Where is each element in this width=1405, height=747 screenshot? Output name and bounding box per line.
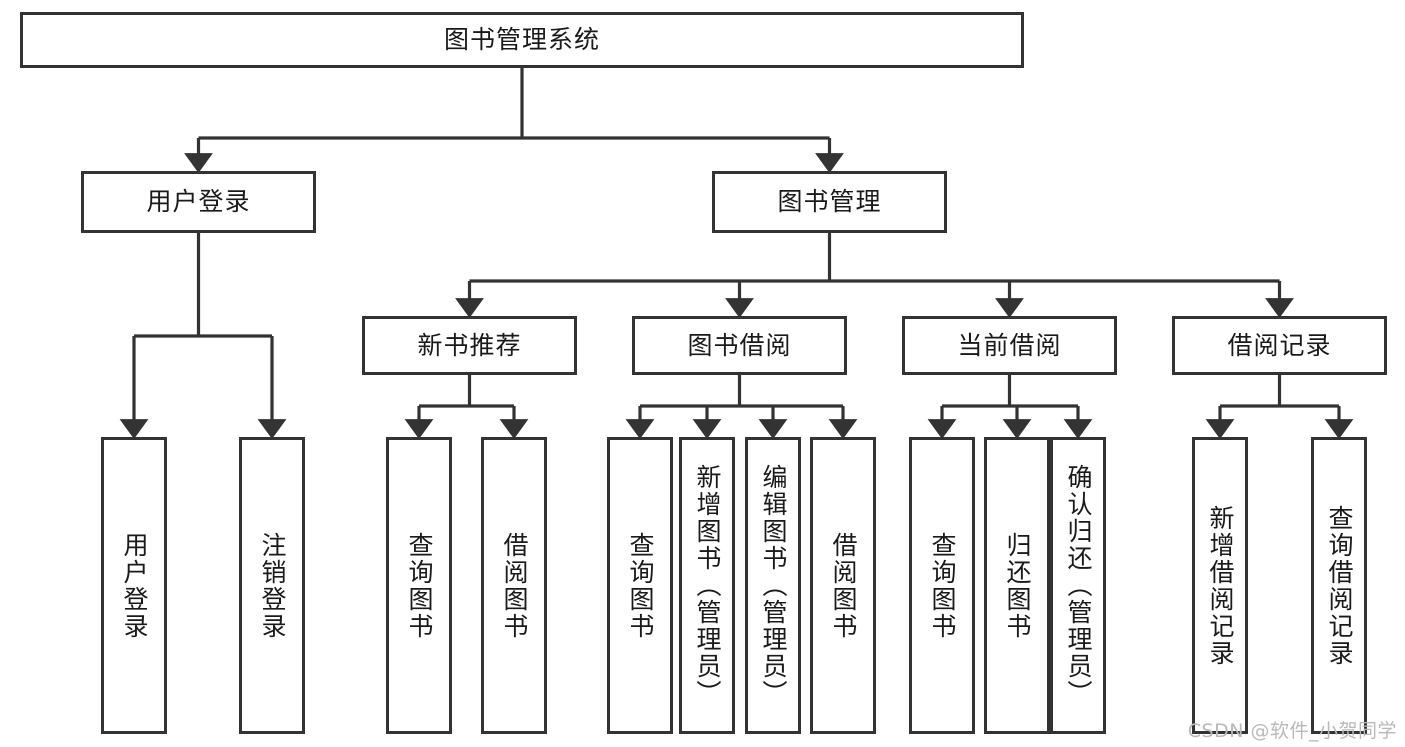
node-leaf-edit-book[interactable]: 编辑图书（管理员）	[745, 437, 801, 734]
node-cur-borrow[interactable]: 当前借阅	[902, 316, 1117, 375]
node-label-leaf-query-rec: 查询借阅记录	[1325, 504, 1354, 667]
node-leaf-query-book-1[interactable]: 查询图书	[386, 437, 452, 734]
node-book-borrow[interactable]: 图书借阅	[632, 316, 847, 375]
node-leaf-add-rec[interactable]: 新增借阅记录	[1192, 437, 1248, 734]
node-leaf-query-book-3[interactable]: 查询图书	[909, 437, 975, 734]
node-label-book-manage: 图书管理	[777, 187, 882, 217]
node-label-leaf-user-logout: 注销登录	[258, 531, 287, 640]
node-label-leaf-borrow-book-1: 借阅图书	[500, 531, 529, 640]
node-label-leaf-query-book-2: 查询图书	[626, 531, 655, 640]
node-leaf-query-book-2[interactable]: 查询图书	[607, 437, 673, 734]
node-leaf-borrow-book-1[interactable]: 借阅图书	[481, 437, 547, 734]
node-leaf-borrow-book-2[interactable]: 借阅图书	[810, 437, 876, 734]
node-leaf-user-logout[interactable]: 注销登录	[239, 437, 305, 734]
node-label-leaf-add-book: 新增图书（管理员）	[693, 464, 722, 707]
node-label-cur-borrow: 当前借阅	[957, 330, 1062, 360]
node-book-manage[interactable]: 图书管理	[712, 171, 947, 233]
node-leaf-add-book[interactable]: 新增图书（管理员）	[679, 437, 735, 734]
node-label-root: 图书管理系统	[443, 25, 600, 55]
node-new-book-rec[interactable]: 新书推荐	[362, 316, 577, 375]
node-label-leaf-confirm-ret: 确认归还（管理员）	[1064, 464, 1093, 707]
node-label-leaf-query-book-1: 查询图书	[405, 531, 434, 640]
node-label-new-book-rec: 新书推荐	[417, 330, 522, 360]
node-label-user-login: 用户登录	[146, 187, 251, 217]
node-leaf-confirm-ret[interactable]: 确认归还（管理员）	[1050, 437, 1106, 734]
node-label-leaf-edit-book: 编辑图书（管理员）	[759, 464, 788, 707]
node-label-leaf-borrow-book-2: 借阅图书	[829, 531, 858, 640]
node-borrow-rec[interactable]: 借阅记录	[1172, 316, 1387, 375]
node-leaf-query-rec[interactable]: 查询借阅记录	[1311, 437, 1367, 734]
node-label-leaf-query-book-3: 查询图书	[928, 531, 957, 640]
csdn-watermark: CSDN @软件_小贺同学	[1187, 720, 1397, 742]
node-root[interactable]: 图书管理系统	[20, 12, 1024, 68]
node-label-leaf-return-book: 归还图书	[1003, 531, 1032, 640]
node-leaf-user-login[interactable]: 用户登录	[101, 437, 167, 734]
node-label-book-borrow: 图书借阅	[687, 330, 792, 360]
node-label-leaf-add-rec: 新增借阅记录	[1206, 504, 1235, 667]
node-label-leaf-user-login: 用户登录	[120, 531, 149, 640]
node-user-login[interactable]: 用户登录	[81, 171, 316, 233]
node-label-borrow-rec: 借阅记录	[1227, 330, 1332, 360]
node-leaf-return-book[interactable]: 归还图书	[984, 437, 1050, 734]
